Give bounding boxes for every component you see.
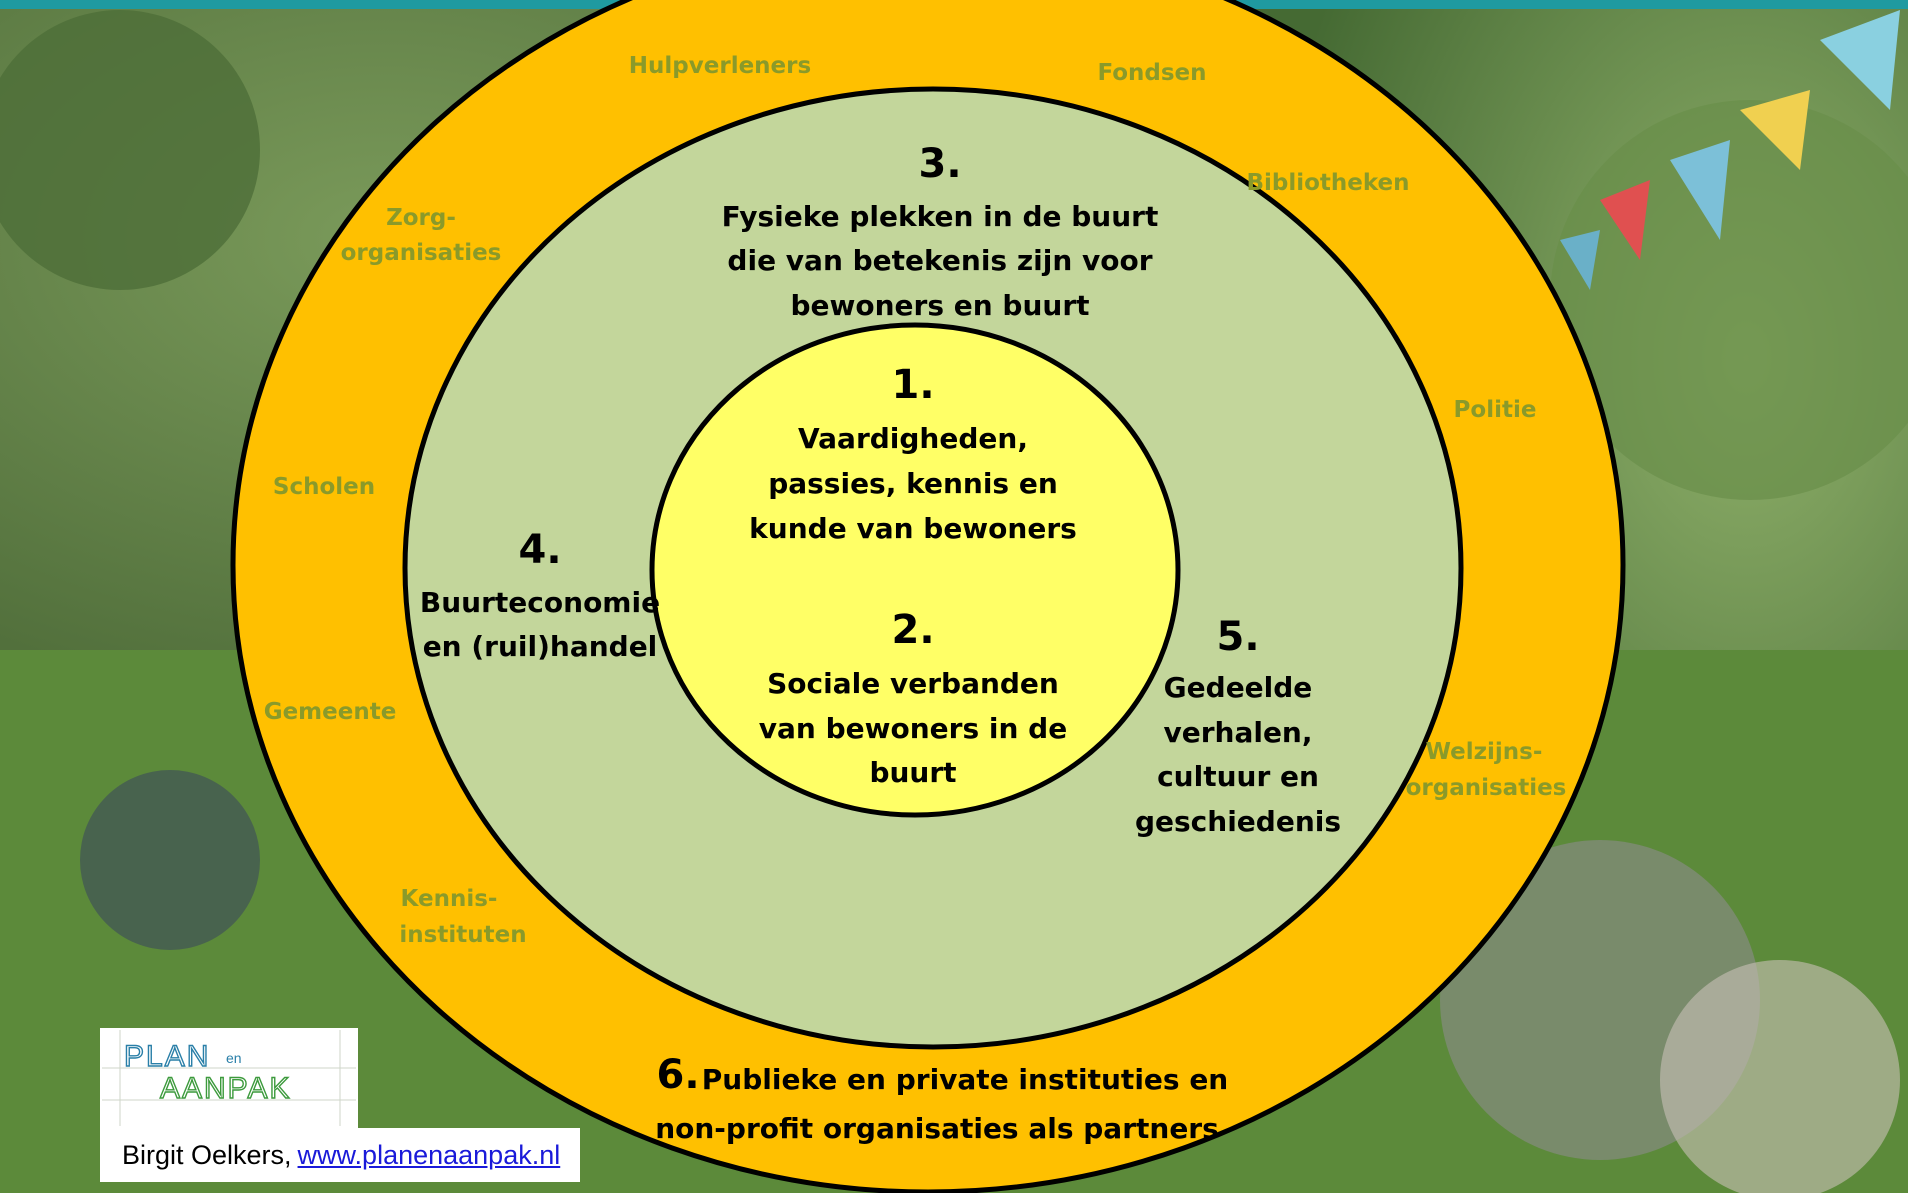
partner-zorg-line-1: Zorg- [386, 205, 456, 231]
logo-en-text: en [226, 1050, 242, 1066]
inner-circle [649, 322, 1181, 818]
item-3-number: 3. [918, 141, 961, 187]
item-2-line-3: buurt [869, 756, 956, 789]
partner-hulpverleners: Hulpverleners [629, 53, 811, 79]
partner-politie: Politie [1454, 397, 1537, 423]
item-4-line-1: Buurteconomie [420, 586, 660, 619]
partner-scholen: Scholen [273, 474, 375, 500]
item-1-line-2: passies, kennis en [768, 467, 1058, 500]
item-4-number: 4. [518, 527, 561, 573]
partner-kennis-line-1: Kennis- [401, 886, 498, 912]
item-5-line-3: cultuur en [1157, 760, 1319, 793]
item-3-line-3: bewoners en buurt [790, 289, 1089, 322]
item-1-line-1: Vaardigheden, [798, 422, 1028, 455]
item-4-line-2: en (ruil)handel [423, 630, 658, 663]
item-5-line-1: Gedeelde [1164, 671, 1313, 704]
logo-plan-text: PLAN [124, 1040, 210, 1073]
partner-welzijn-line-2: organisaties [1406, 775, 1567, 801]
partner-gemeente: Gemeente [264, 699, 397, 725]
partner-zorg-line-2: organisaties [341, 240, 502, 266]
item-1-number: 1. [891, 362, 934, 408]
logo-aanpak-text: AANPAK [160, 1072, 292, 1105]
plan-en-aanpak-logo: PLAN en AANPAK [100, 1028, 358, 1128]
partner-bibliotheken: Bibliotheken [1246, 170, 1409, 196]
partner-kennis-line-2: instituten [399, 922, 526, 948]
item-5-number: 5. [1216, 614, 1259, 660]
bunting-flags [1560, 10, 1900, 290]
partner-fondsen: Fondsen [1097, 60, 1206, 86]
item-2-line-2: van bewoners in de [759, 712, 1067, 745]
item-3-line-1: Fysieke plekken in de buurt [722, 200, 1159, 233]
credit-author: Birgit Oelkers, [122, 1139, 292, 1170]
item-2-line-1: Sociale verbanden [767, 667, 1059, 700]
item-5-line-2: verhalen, [1163, 716, 1312, 749]
item-6-line-1: Publieke en private instituties en [702, 1063, 1229, 1096]
item-6-line-2: non-profit organisaties als partners [655, 1112, 1219, 1145]
item-2-number: 2. [891, 607, 934, 653]
partner-welzijn-line-1: Welzijns- [1426, 739, 1543, 765]
item-5-line-4: geschiedenis [1135, 805, 1341, 838]
item-1-line-3: kunde van bewoners [749, 512, 1077, 545]
credit-box: Birgit Oelkers, www.planenaanpak.nl [100, 1128, 580, 1182]
item-3-line-2: die van betekenis zijn voor [727, 244, 1152, 277]
item-6-number: 6. [656, 1052, 699, 1098]
credit-website-link[interactable]: www.planenaanpak.nl [297, 1139, 561, 1170]
